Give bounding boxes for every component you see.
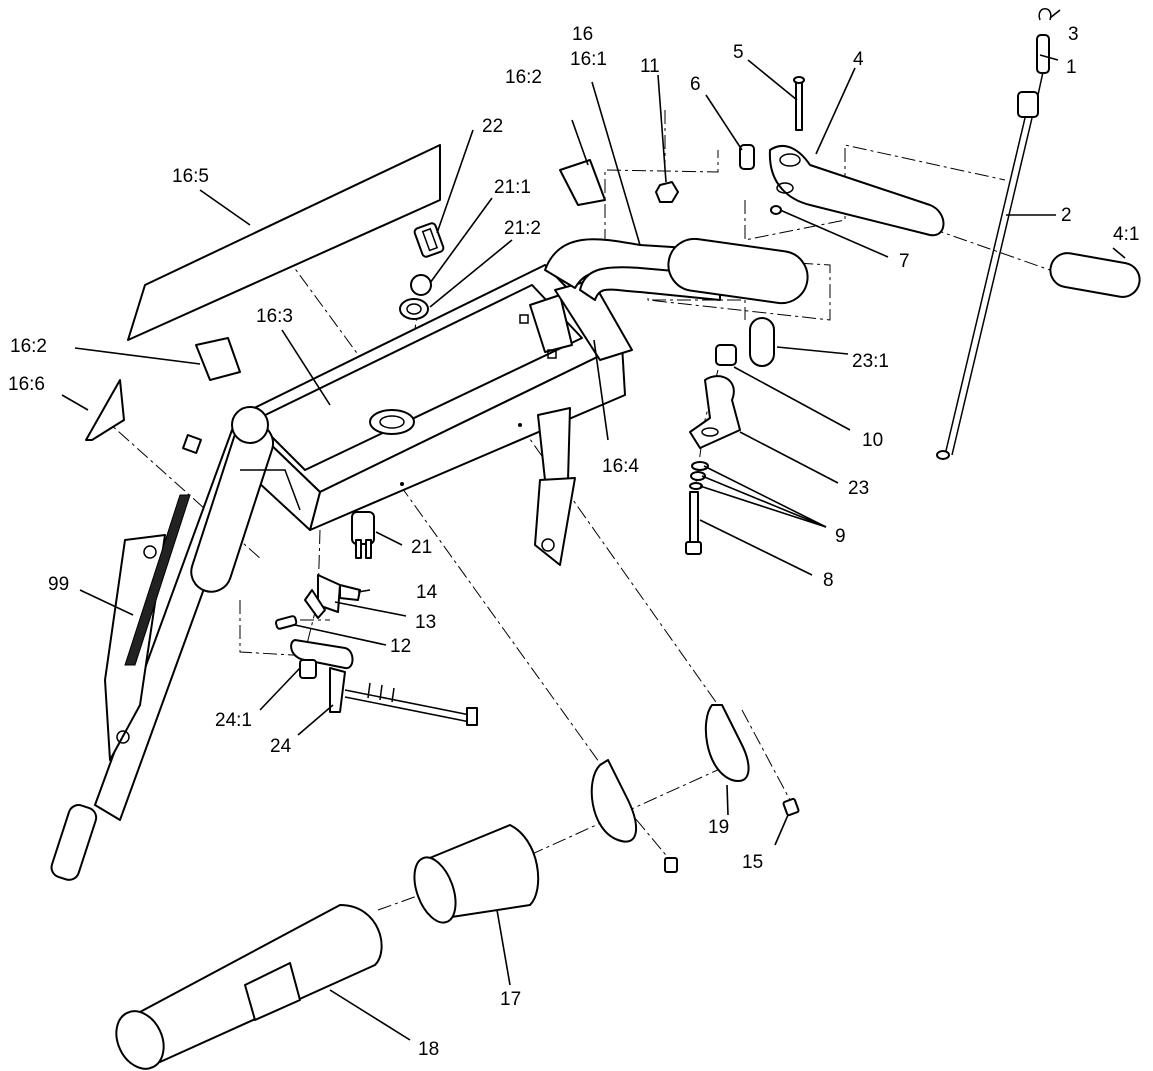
label-4-1: 4:1 xyxy=(1113,224,1139,245)
label-14: 14 xyxy=(416,582,438,603)
lever-4 xyxy=(739,76,945,237)
label-23: 23 xyxy=(848,478,869,499)
label-6: 6 xyxy=(690,74,701,95)
label-2: 2 xyxy=(1061,205,1072,226)
label-16-6: 16:6 xyxy=(8,374,45,395)
label-10: 10 xyxy=(862,430,883,451)
label-16-4: 16:4 xyxy=(602,456,639,477)
leader-lines xyxy=(61,9,1126,1041)
label-17: 17 xyxy=(500,989,521,1010)
label-9: 9 xyxy=(835,526,846,547)
control-panel-16-3 xyxy=(239,264,626,531)
label-24-1: 24:1 xyxy=(215,710,252,731)
label-19: 19 xyxy=(708,817,729,838)
key-switch xyxy=(351,222,445,559)
label-5: 5 xyxy=(733,42,744,63)
label-21-2: 21:2 xyxy=(504,218,541,239)
part-labels: 16:5 22 21:1 21:2 16:2 16:6 16:3 16:2 16… xyxy=(8,24,1139,1060)
label-16-1: 16:1 xyxy=(570,49,607,70)
label-23-1: 23:1 xyxy=(852,351,889,372)
grip-4-1 xyxy=(1049,252,1141,298)
label-24: 24 xyxy=(270,736,292,757)
label-22: 22 xyxy=(482,116,503,137)
label-16-2-left: 16:2 xyxy=(10,336,47,357)
clamps-19 xyxy=(590,704,800,873)
label-99: 99 xyxy=(48,574,69,595)
label-1: 1 xyxy=(1066,57,1077,78)
sleeve-17 xyxy=(413,824,540,924)
bracket-12-13-14 xyxy=(274,574,361,630)
label-13: 13 xyxy=(415,612,436,633)
label-8: 8 xyxy=(823,570,834,591)
panel-legs xyxy=(534,407,576,566)
lever-99 xyxy=(50,406,301,881)
label-3: 3 xyxy=(1068,24,1079,45)
decal-16-5 xyxy=(127,144,441,341)
nut-11 xyxy=(655,181,679,203)
handle-tube-16 xyxy=(544,237,809,305)
label-11: 11 xyxy=(640,56,660,77)
decal-16-2-left xyxy=(195,337,241,381)
grip-18 xyxy=(115,904,383,1070)
label-15: 15 xyxy=(742,852,763,873)
label-12: 12 xyxy=(390,636,411,657)
label-16-3: 16:3 xyxy=(256,306,293,327)
label-21: 21 xyxy=(411,537,432,558)
bracket-24 xyxy=(290,639,478,726)
label-18: 18 xyxy=(418,1039,439,1060)
control-lever-23 xyxy=(685,317,775,555)
label-21-1: 21:1 xyxy=(494,177,531,198)
label-16-5: 16:5 xyxy=(172,166,209,187)
panel-side-16-4 xyxy=(554,279,633,361)
label-16: 16 xyxy=(572,24,593,45)
label-4: 4 xyxy=(853,49,864,70)
rod-2 xyxy=(936,8,1052,460)
label-16-2-top: 16:2 xyxy=(505,67,542,88)
decal-16-6 xyxy=(85,379,125,441)
decal-16-2-top xyxy=(559,159,606,206)
label-7: 7 xyxy=(899,251,910,272)
